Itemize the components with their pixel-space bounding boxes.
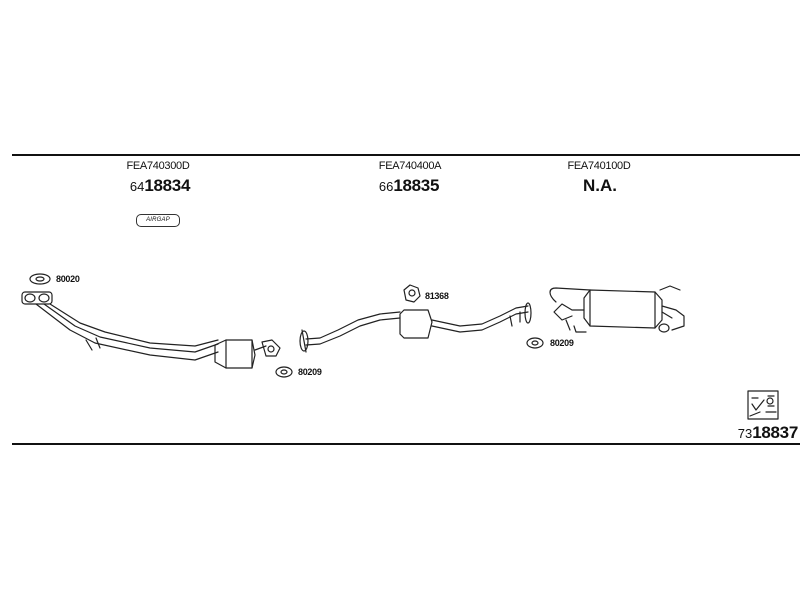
section-1-code: FEA740300D bbox=[126, 160, 190, 172]
part-label-hanger-mid: 81368 bbox=[425, 291, 449, 301]
hanger-81368-icon bbox=[403, 284, 421, 303]
front-pipe-icon bbox=[21, 291, 219, 361]
rear-silencer-icon bbox=[549, 285, 685, 333]
section-1-number: 6418834 bbox=[129, 176, 191, 195]
footer-main-number: 18837 bbox=[752, 423, 798, 442]
section-2-code: FEA740400A bbox=[378, 160, 442, 172]
section-3-na: N.A. bbox=[583, 176, 617, 195]
part-label-gasket-rear: 80209 bbox=[550, 338, 574, 348]
airgap-badge: AIRGAP bbox=[136, 214, 180, 227]
section-1-prefix: 64 bbox=[129, 179, 145, 194]
kit-document-icon bbox=[747, 390, 779, 420]
footer-prefix: 73 bbox=[737, 426, 753, 441]
gasket-80209-front-icon bbox=[275, 366, 293, 378]
middle-pipe-icon bbox=[299, 302, 532, 353]
section-2-main-number: 18835 bbox=[393, 176, 440, 195]
gasket-80209-rear-icon bbox=[526, 337, 544, 349]
section-2-number: 6618835 bbox=[378, 176, 440, 195]
section-2-prefix: 66 bbox=[378, 179, 394, 194]
top-rule bbox=[12, 154, 800, 156]
bottom-rule bbox=[12, 443, 800, 445]
part-label-gasket-mid: 80209 bbox=[298, 367, 322, 377]
front-catalyst-icon bbox=[214, 339, 281, 369]
footer-number: 7318837 bbox=[737, 423, 799, 442]
front-gasket-icon bbox=[29, 273, 51, 285]
section-1-main-number: 18834 bbox=[144, 176, 191, 195]
part-label-gasket-front: 80020 bbox=[56, 274, 80, 284]
section-3-code: FEA740100D bbox=[567, 160, 631, 172]
